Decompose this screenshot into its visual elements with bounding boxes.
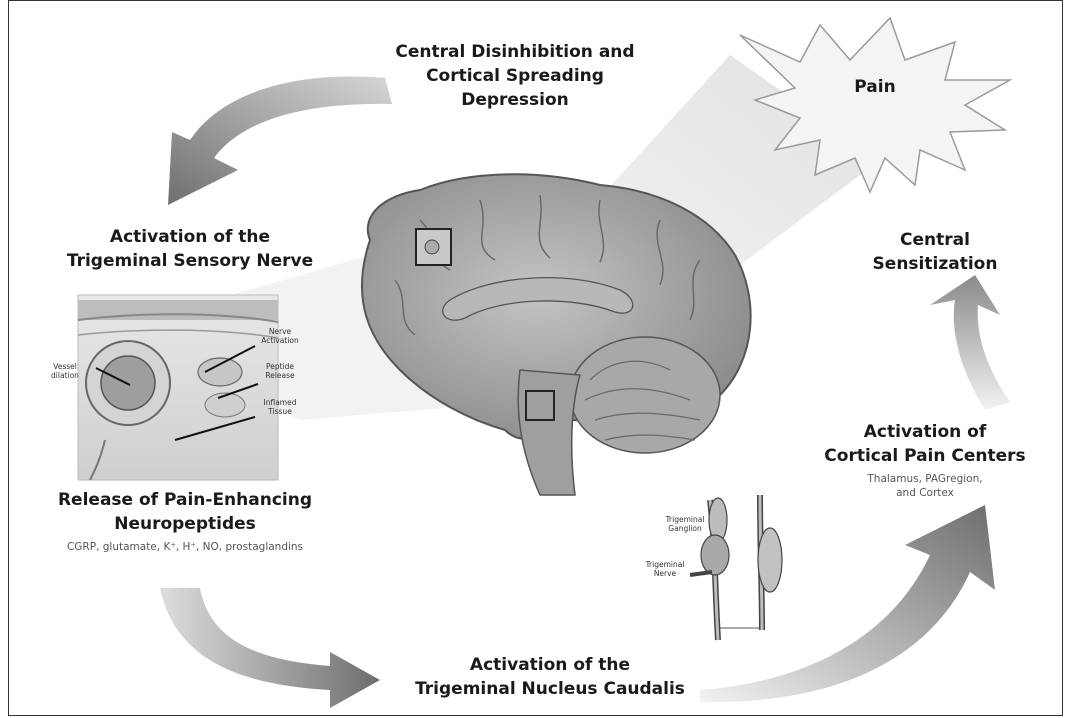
central-sensitization-title: Central Sensitization [860, 228, 1010, 276]
vessel-dilation-label-line-2: dilation [40, 371, 90, 380]
cortical-centers-detail-line-2: and Cortex [830, 486, 1020, 500]
nerve-activation-label-line-1: Nerve [252, 327, 308, 336]
arrow-peptides-to-caudalis [160, 588, 380, 708]
trigeminal-ganglion-label-line-2: Ganglion [660, 524, 710, 533]
trigeminal-nerve-title-line-1: Activation of the [50, 225, 330, 249]
vessel-dilation-label: Vessel dilation [40, 362, 90, 380]
central-sensitization-title-line-2: Sensitization [860, 252, 1010, 276]
peptide-release-label-line-2: Release [255, 371, 305, 380]
neuropeptides-title-line-1: Release of Pain-Enhancing [20, 488, 350, 512]
arrow-caudalis-to-cortical [700, 505, 995, 702]
cortical-centers-title-line-1: Activation of [800, 420, 1050, 444]
trigeminal-nerve-title: Activation of the Trigeminal Sensory Ner… [50, 225, 330, 273]
disinhibition-title-line-1: Central Disinhibition and [355, 40, 675, 64]
neuropeptides-title-line-2: Neuropeptides [20, 512, 350, 536]
nerve-activation-label: Nerve Activation [252, 327, 308, 345]
nucleus-caudalis-title: Activation of the Trigeminal Nucleus Cau… [380, 653, 720, 701]
nucleus-caudalis-title-line-2: Trigeminal Nucleus Caudalis [380, 677, 720, 701]
trigeminal-nerve-label-line-2: Nerve [640, 569, 690, 578]
trigeminal-ganglion-label: Trigeminal Ganglion [660, 515, 710, 533]
vessel-dilation-label-line-1: Vessel [40, 362, 90, 371]
trigeminal-nerve-title-line-2: Trigeminal Sensory Nerve [50, 249, 330, 273]
cortical-centers-title: Activation of Cortical Pain Centers [800, 420, 1050, 468]
disinhibition-title: Central Disinhibition and Cortical Sprea… [355, 40, 675, 112]
inflamed-tissue-label: Inflamed Tissue [255, 398, 305, 416]
nerve-activation-label-line-2: Activation [252, 336, 308, 345]
neuropeptides-title: Release of Pain-Enhancing Neuropeptides [20, 488, 350, 536]
neuropeptides-detail: CGRP, glutamate, K⁺, H⁺, NO, prostagland… [10, 540, 360, 554]
peptide-release-label: Peptide Release [255, 362, 305, 380]
nucleus-caudalis-title-line-1: Activation of the [380, 653, 720, 677]
brain-sagittal-illustration [362, 174, 751, 495]
trigeminal-nerve-label: Trigeminal Nerve [640, 560, 690, 578]
inflamed-tissue-label-line-1: Inflamed [255, 398, 305, 407]
peptide-release-label-line-1: Peptide [255, 362, 305, 371]
trigeminal-ganglion-label-line-1: Trigeminal [660, 515, 710, 524]
cortical-centers-title-line-2: Cortical Pain Centers [800, 444, 1050, 468]
inflamed-tissue-label-line-2: Tissue [255, 407, 305, 416]
trigeminal-nerve-label-line-1: Trigeminal [640, 560, 690, 569]
disinhibition-title-line-2: Cortical Spreading [355, 64, 675, 88]
arrow-cortical-to-sensitization [930, 275, 1010, 410]
cortical-centers-detail: Thalamus, PAGregion, and Cortex [830, 472, 1020, 500]
pain-title: Pain [820, 75, 930, 99]
central-sensitization-title-line-1: Central [860, 228, 1010, 252]
vessel-inset-illustration [78, 295, 278, 480]
cortical-centers-detail-line-1: Thalamus, PAGregion, [830, 472, 1020, 486]
disinhibition-title-line-3: Depression [355, 88, 675, 112]
